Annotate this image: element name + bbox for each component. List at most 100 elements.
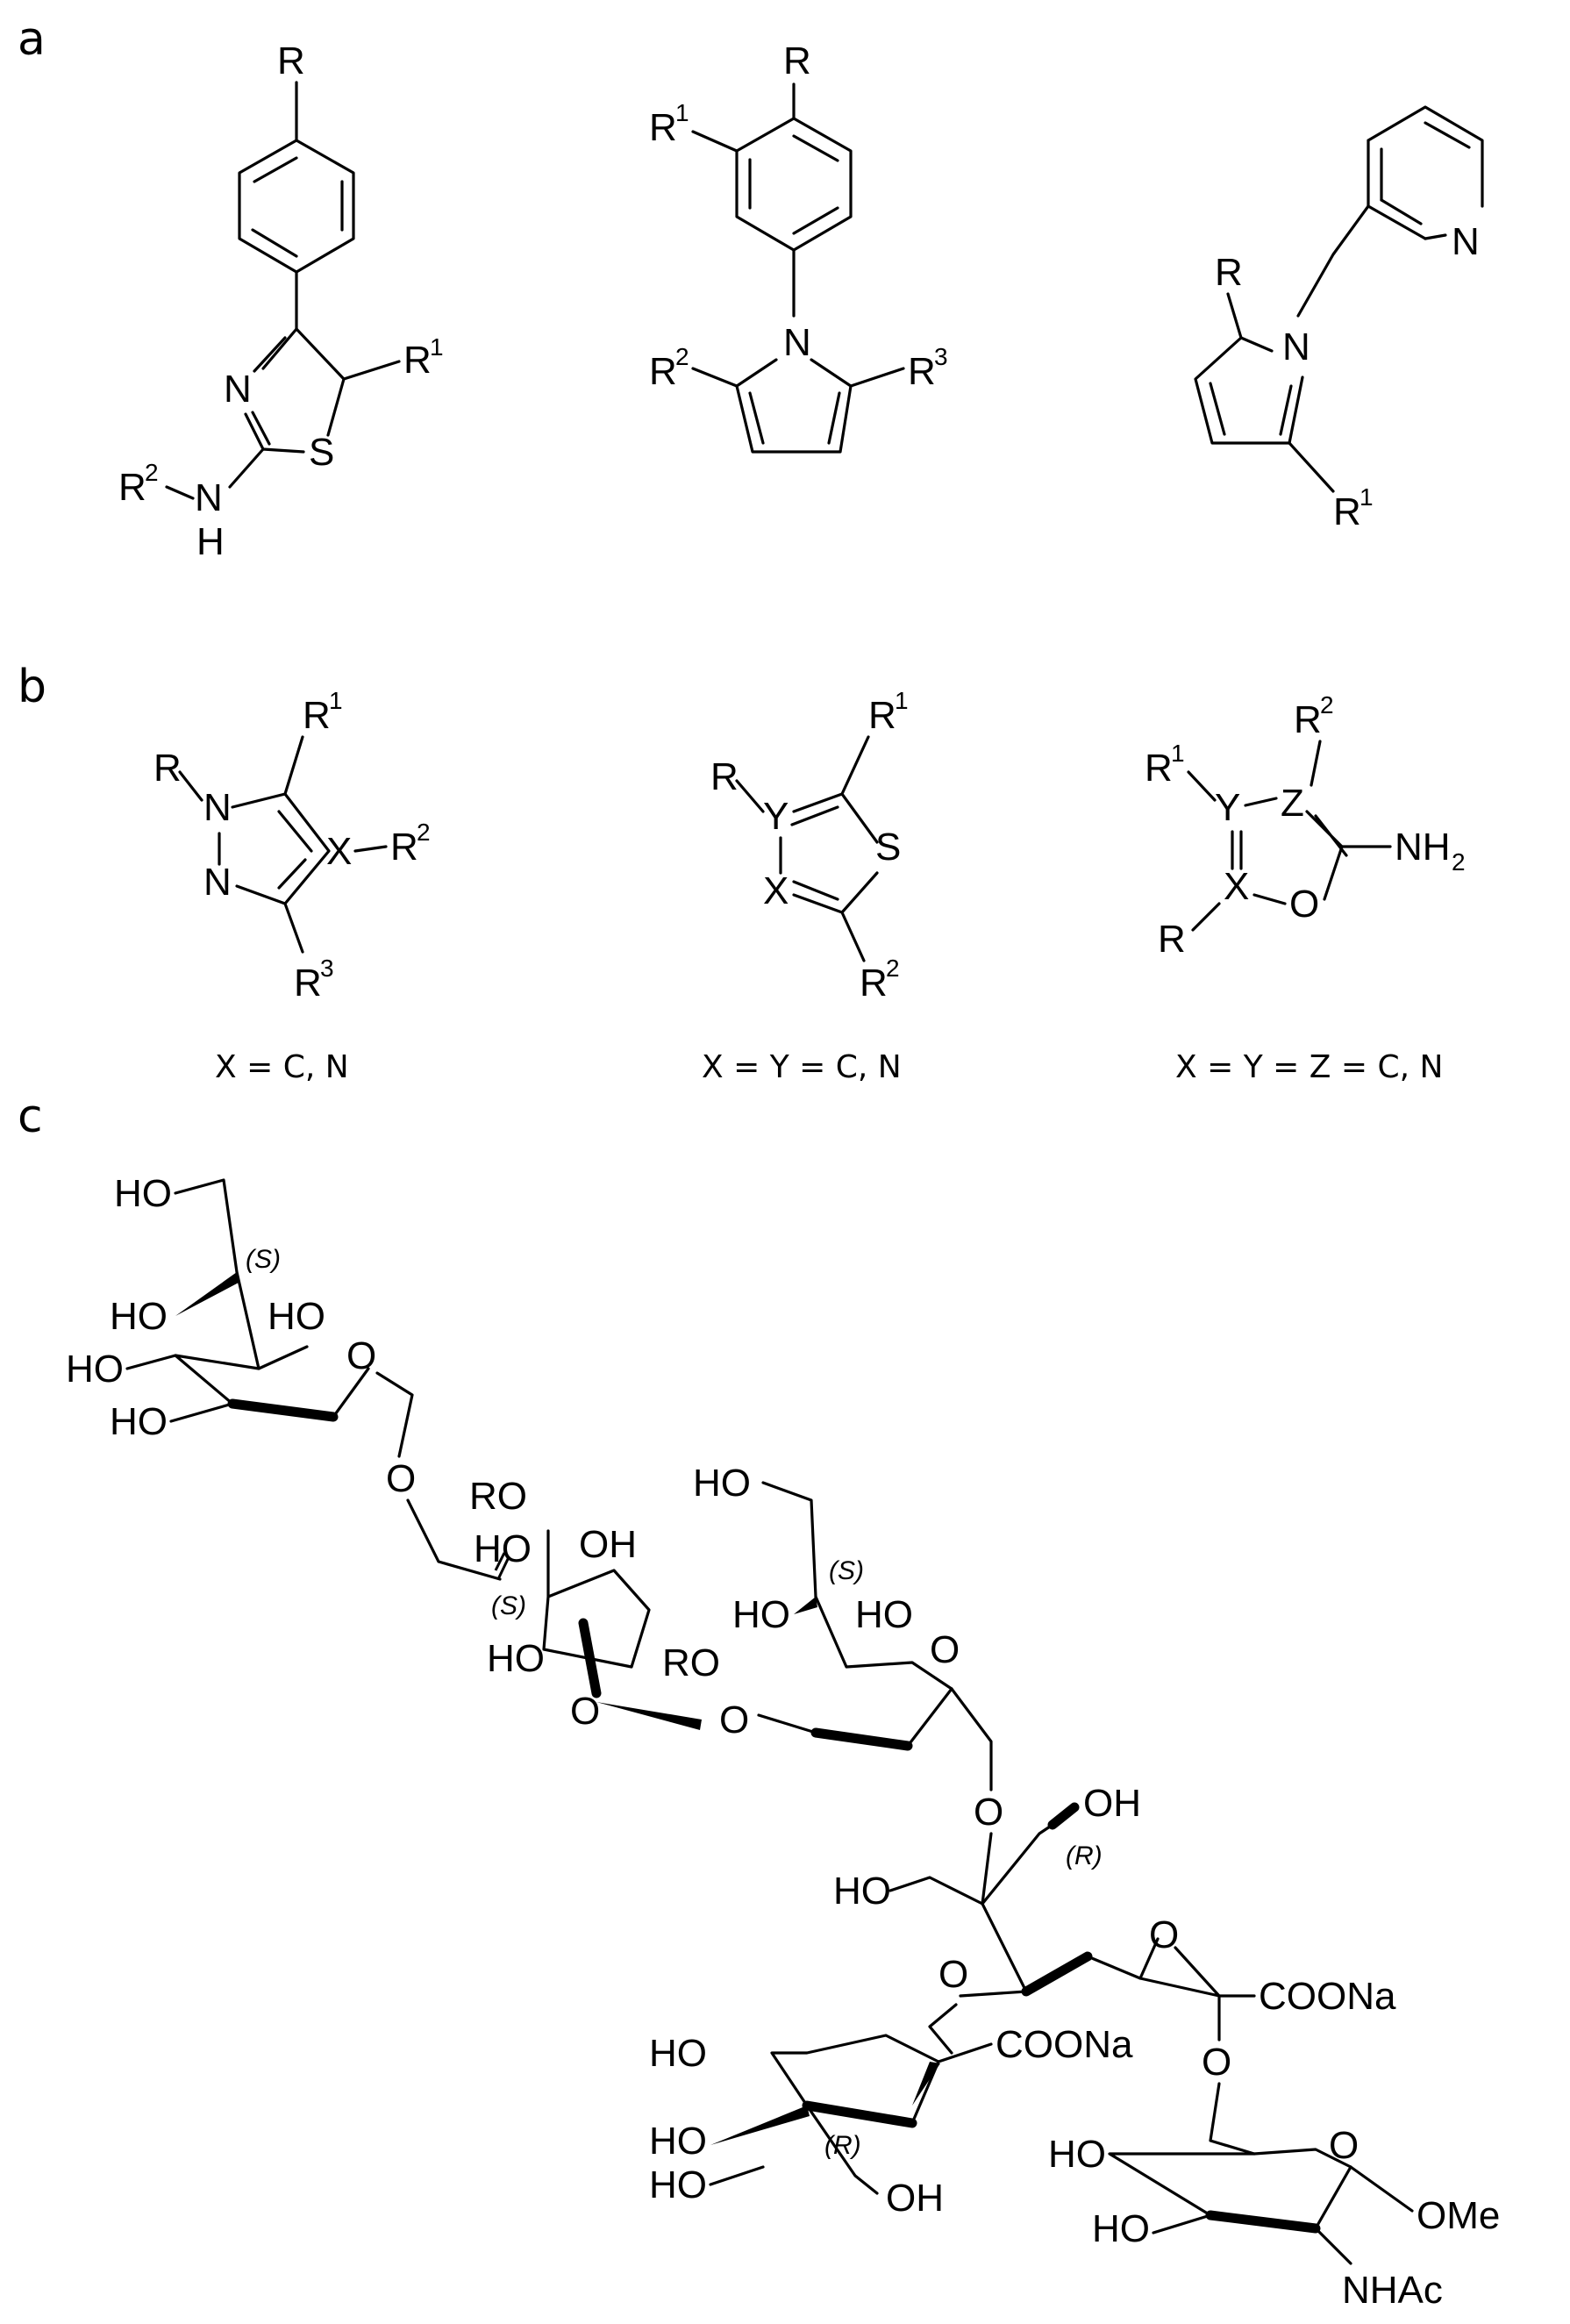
bond-line <box>937 2042 993 2063</box>
atom-label: HO <box>1092 2207 1150 2250</box>
superscript-label: 1 <box>1359 483 1374 511</box>
bond-line <box>691 367 739 388</box>
stereo-descriptor: (S) <box>491 1591 526 1620</box>
atom-label: O <box>938 1953 968 1996</box>
bond-line <box>1296 204 1370 318</box>
panel-c-residue-4: OH (R) HO O COONa O O <box>833 1782 1396 2084</box>
panel-a-structure-1: R R 1 N S R 2 N H <box>118 39 444 563</box>
atom-label: R <box>1158 918 1186 961</box>
atom-label: R <box>277 39 305 82</box>
atom-label: S <box>875 826 901 869</box>
bond-line <box>1209 382 1293 436</box>
superscript-label: 1 <box>1171 740 1185 767</box>
bond-line <box>928 2003 958 2055</box>
atom-label: O <box>1289 883 1319 926</box>
superscript-label: 2 <box>1320 691 1334 719</box>
panel-c-label: c <box>18 1090 43 1143</box>
atom-label: O <box>719 1698 749 1741</box>
atom-label: OH <box>886 2177 944 2220</box>
atom-label: HO <box>649 2120 707 2163</box>
panel-a: a R R 1 N S R 2 N H R <box>18 13 1484 563</box>
panel-b-structure-2: R 1 R Y S X R 2 X = Y = C, N <box>702 687 909 1085</box>
superscript-label: 3 <box>320 955 334 982</box>
bond-line <box>802 2100 917 2128</box>
panel-c-residue-5: COONa HO HO HO (R) OH <box>649 2003 1133 2220</box>
atom-label: HO <box>649 2163 707 2206</box>
superscript-label: 3 <box>934 343 948 370</box>
atom-label: R <box>868 694 896 737</box>
bond-line <box>691 130 739 153</box>
bond-line <box>596 1702 702 1730</box>
atom-label: COONa <box>996 2023 1133 2066</box>
bond-line <box>950 1687 993 1791</box>
atom-label: H <box>196 520 225 563</box>
panel-a-label: a <box>18 13 46 66</box>
panel-c-residue-2: (S) RO HO OH HO O RO <box>406 1475 720 1733</box>
panel-b-structure-3: R 2 R 1 Y Z NH 2 O X R X = Y = Z = C, N <box>1145 691 1466 1085</box>
bond-line <box>1226 292 1243 340</box>
bond-line <box>1205 2210 1321 2234</box>
bond-line <box>1314 2227 1352 2265</box>
atom-label: Z <box>1281 782 1304 825</box>
atom-label: R <box>783 39 811 82</box>
atom-label: HO <box>114 1172 172 1215</box>
bond-line <box>735 779 765 813</box>
bond-line <box>283 735 304 796</box>
atom-label: R <box>710 755 739 798</box>
bond-line <box>792 735 879 844</box>
panel-b: b R 1 R N N X R 2 R 3 X = C, N R 1 R <box>18 661 1466 1085</box>
atom-label: R <box>303 694 331 737</box>
bond-line <box>1367 105 1484 240</box>
bond-line <box>748 134 839 235</box>
atom-label: R <box>1215 251 1243 294</box>
atom-label: R <box>118 466 146 509</box>
bond-line <box>1288 441 1335 493</box>
atom-label: HO <box>110 1295 168 1338</box>
atom-label: N <box>1282 325 1310 368</box>
atom-label: OMe <box>1417 2194 1500 2237</box>
atom-label: RO <box>469 1475 527 1518</box>
bond-line <box>175 1272 239 1316</box>
bond-line <box>790 805 839 826</box>
atom-label: HO <box>1048 2133 1106 2176</box>
bond-line <box>165 485 195 500</box>
bond-line <box>406 1498 502 1581</box>
superscript-label: 1 <box>895 687 909 714</box>
atom-label: HO <box>110 1400 168 1443</box>
atom-label: X <box>1224 865 1249 908</box>
atom-label: NH <box>1395 826 1451 869</box>
bond-line <box>1380 121 1471 202</box>
structure-caption: X = Y = Z = C, N <box>1175 1049 1443 1085</box>
bond-line <box>494 1552 510 1580</box>
atom-label: R <box>649 350 677 393</box>
bond-line <box>125 1354 177 1370</box>
superscript-label: 2 <box>145 459 159 486</box>
panel-c: c HO (S) HO HO HO HO O O (S) RO HO OH H <box>18 1090 1500 2312</box>
bond-line <box>178 770 203 802</box>
bond-line <box>1209 2082 1256 2156</box>
structure-caption: X = Y = C, N <box>702 1049 902 1085</box>
bond-line <box>810 1727 913 1751</box>
atom-label: NHAc <box>1342 2269 1443 2312</box>
bond-line <box>709 2165 765 2186</box>
bond-line <box>578 1618 602 1698</box>
bond-line <box>1047 1802 1080 1830</box>
atom-label: HO <box>833 1870 891 1913</box>
stereo-descriptor: (R) <box>1066 1841 1103 1870</box>
atom-label: O <box>570 1690 600 1733</box>
atom-label: O <box>346 1334 376 1377</box>
superscript-label: 2 <box>886 955 900 982</box>
bond-line <box>283 902 304 954</box>
atom-label: HO <box>649 2032 707 2075</box>
bond-line <box>849 367 905 388</box>
bond-line <box>1187 770 1217 802</box>
stereo-descriptor: (S) <box>246 1245 281 1274</box>
stereo-descriptor: (S) <box>829 1556 864 1585</box>
atom-label: N <box>203 786 232 829</box>
atom-label: N <box>224 368 252 411</box>
panel-b-structure-1: R 1 R N N X R 2 R 3 X = C, N <box>153 687 431 1085</box>
superscript-label: 1 <box>430 333 444 361</box>
bond-line <box>748 391 841 445</box>
atom-label: N <box>783 321 811 364</box>
